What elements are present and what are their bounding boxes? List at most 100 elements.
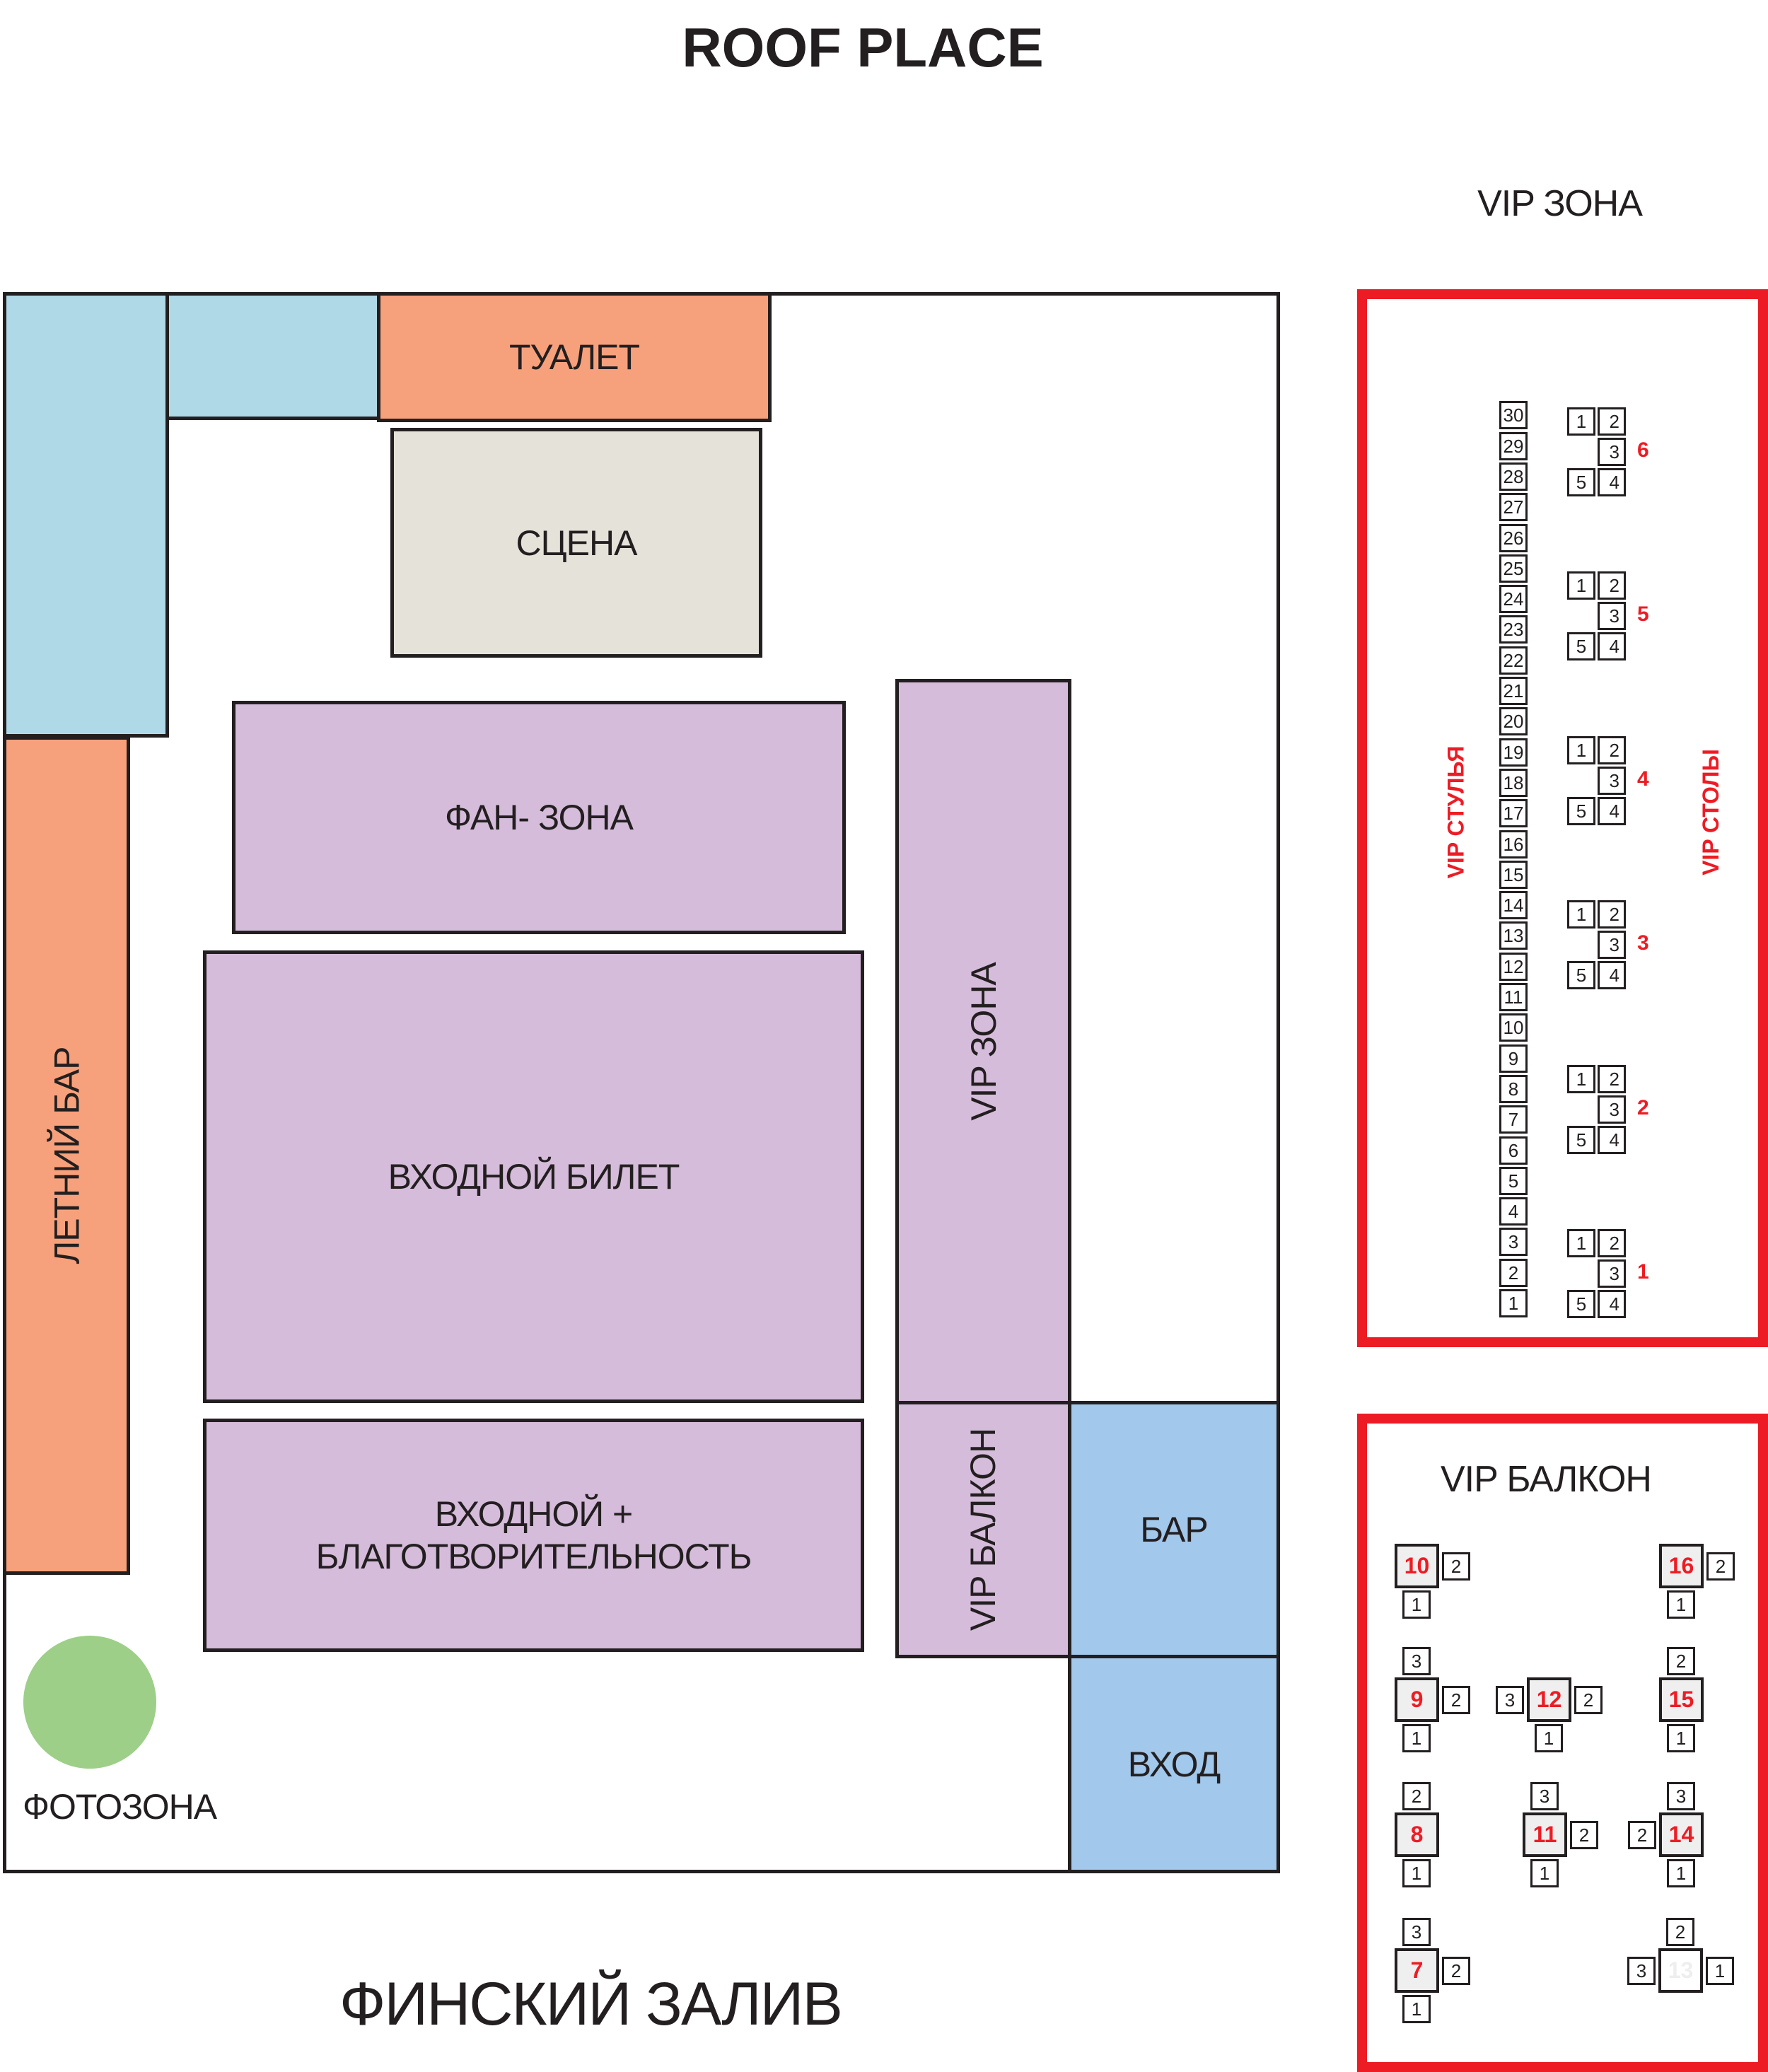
vip-chair[interactable]: 10 xyxy=(1499,1013,1528,1042)
vip-chair[interactable]: 1 xyxy=(1499,1289,1528,1317)
zone-summer-bar[interactable]: ЛЕТНИЙ БАР xyxy=(3,736,130,1575)
vip-chair[interactable]: 28 xyxy=(1499,462,1528,491)
balcony-seat[interactable]: 1 xyxy=(1667,1724,1695,1752)
vip-chair[interactable]: 20 xyxy=(1499,707,1528,735)
vip-table-seat[interactable]: 1 xyxy=(1567,571,1595,600)
vip-chair[interactable]: 11 xyxy=(1499,983,1528,1011)
balcony-table[interactable]: 10 xyxy=(1395,1544,1439,1588)
vip-table-seat[interactable]: 4 xyxy=(1598,468,1626,496)
vip-table-seat[interactable]: 1 xyxy=(1567,1229,1595,1257)
vip-table-seat[interactable]: 1 xyxy=(1567,407,1595,436)
vip-chair[interactable]: 13 xyxy=(1499,921,1528,950)
vip-table-seat[interactable]: 3 xyxy=(1598,438,1626,466)
vip-chair[interactable]: 26 xyxy=(1499,524,1528,552)
balcony-seat[interactable]: 1 xyxy=(1706,1957,1734,1985)
vip-chair[interactable]: 4 xyxy=(1499,1197,1528,1226)
zone-vip-balcony[interactable]: VIP БАЛКОН xyxy=(895,1401,1071,1658)
balcony-table[interactable]: 16 xyxy=(1659,1544,1704,1588)
vip-chair[interactable]: 29 xyxy=(1499,432,1528,460)
vip-table-seat[interactable]: 5 xyxy=(1567,468,1595,496)
vip-chair[interactable]: 8 xyxy=(1499,1075,1528,1103)
balcony-seat[interactable]: 1 xyxy=(1402,1859,1431,1887)
balcony-seat[interactable]: 2 xyxy=(1402,1782,1431,1810)
vip-chair[interactable]: 27 xyxy=(1499,493,1528,521)
vip-table-seat[interactable]: 5 xyxy=(1567,1126,1595,1154)
vip-table-seat[interactable]: 2 xyxy=(1598,900,1626,929)
balcony-table[interactable]: 7 xyxy=(1395,1948,1439,1993)
vip-chair[interactable]: 14 xyxy=(1499,891,1528,919)
vip-chair[interactable]: 18 xyxy=(1499,769,1528,797)
vip-table-seat[interactable]: 4 xyxy=(1598,797,1626,825)
vip-table-seat[interactable]: 4 xyxy=(1598,961,1626,989)
zone-toilet[interactable]: ТУАЛЕТ xyxy=(377,292,772,422)
balcony-seat[interactable]: 3 xyxy=(1667,1782,1695,1810)
vip-table-seat[interactable]: 5 xyxy=(1567,797,1595,825)
vip-table-seat[interactable]: 2 xyxy=(1598,1065,1626,1093)
balcony-seat[interactable]: 2 xyxy=(1442,1552,1470,1581)
zone-entry-charity[interactable]: ВХОДНОЙ + БЛАГОТВОРИТЕЛЬНОСТЬ xyxy=(203,1419,864,1652)
vip-table-seat[interactable]: 2 xyxy=(1598,736,1626,764)
balcony-table[interactable]: 14 xyxy=(1659,1812,1704,1857)
vip-chair[interactable]: 6 xyxy=(1499,1136,1528,1165)
balcony-seat[interactable]: 2 xyxy=(1667,1647,1695,1675)
vip-chair[interactable]: 23 xyxy=(1499,615,1528,644)
balcony-seat[interactable]: 1 xyxy=(1667,1859,1695,1887)
balcony-seat[interactable]: 1 xyxy=(1530,1859,1559,1887)
vip-table-seat[interactable]: 4 xyxy=(1598,632,1626,660)
vip-chair[interactable]: 25 xyxy=(1499,554,1528,583)
vip-chair[interactable]: 19 xyxy=(1499,738,1528,767)
vip-table-seat[interactable]: 3 xyxy=(1598,1259,1626,1288)
vip-chair[interactable]: 2 xyxy=(1499,1259,1528,1287)
vip-table-seat[interactable]: 2 xyxy=(1598,1229,1626,1257)
vip-table-seat[interactable]: 1 xyxy=(1567,1065,1595,1093)
balcony-seat[interactable]: 1 xyxy=(1535,1724,1563,1752)
balcony-seat[interactable]: 2 xyxy=(1442,1957,1470,1985)
vip-table-seat[interactable]: 5 xyxy=(1567,961,1595,989)
zone-entry-ticket[interactable]: ВХОДНОЙ БИЛЕТ xyxy=(203,950,864,1403)
vip-table-seat[interactable]: 2 xyxy=(1598,571,1626,600)
balcony-table[interactable]: 8 xyxy=(1395,1812,1439,1857)
balcony-seat[interactable]: 2 xyxy=(1706,1552,1735,1581)
zone-fan[interactable]: ФАН- ЗОНА xyxy=(232,701,846,934)
vip-chair[interactable]: 5 xyxy=(1499,1167,1528,1195)
balcony-seat[interactable]: 3 xyxy=(1402,1918,1431,1946)
vip-chair[interactable]: 16 xyxy=(1499,830,1528,859)
vip-chair[interactable]: 15 xyxy=(1499,861,1528,889)
balcony-seat[interactable]: 3 xyxy=(1530,1782,1559,1810)
photo-zone-circle[interactable] xyxy=(23,1636,156,1769)
vip-chair[interactable]: 22 xyxy=(1499,646,1528,675)
vip-table-seat[interactable]: 2 xyxy=(1598,407,1626,436)
vip-table-seat[interactable]: 4 xyxy=(1598,1290,1626,1318)
vip-table-seat[interactable]: 5 xyxy=(1567,1290,1595,1318)
vip-chair[interactable]: 12 xyxy=(1499,953,1528,981)
vip-table-seat[interactable]: 4 xyxy=(1598,1126,1626,1154)
balcony-seat[interactable]: 2 xyxy=(1574,1686,1603,1714)
vip-table-seat[interactable]: 1 xyxy=(1567,736,1595,764)
balcony-seat[interactable]: 1 xyxy=(1402,1995,1431,2023)
balcony-seat[interactable]: 2 xyxy=(1442,1686,1470,1714)
vip-chair[interactable]: 30 xyxy=(1499,401,1528,429)
balcony-seat[interactable]: 3 xyxy=(1496,1686,1524,1714)
balcony-table[interactable]: 13 xyxy=(1658,1948,1703,1993)
vip-chair[interactable]: 21 xyxy=(1499,677,1528,705)
vip-table-seat[interactable]: 5 xyxy=(1567,632,1595,660)
vip-chair[interactable]: 17 xyxy=(1499,799,1528,827)
balcony-table[interactable]: 11 xyxy=(1523,1812,1567,1857)
balcony-table[interactable]: 15 xyxy=(1659,1677,1704,1722)
balcony-seat[interactable]: 3 xyxy=(1402,1647,1431,1675)
vip-table-seat[interactable]: 1 xyxy=(1567,900,1595,929)
vip-chair[interactable]: 3 xyxy=(1499,1228,1528,1256)
zone-bar[interactable]: БАР xyxy=(1068,1401,1280,1658)
balcony-seat[interactable]: 1 xyxy=(1667,1590,1695,1619)
balcony-seat[interactable]: 1 xyxy=(1402,1590,1431,1619)
balcony-seat[interactable]: 2 xyxy=(1570,1821,1598,1849)
balcony-table[interactable]: 12 xyxy=(1527,1677,1571,1722)
vip-table-seat[interactable]: 3 xyxy=(1598,1095,1626,1124)
vip-chair[interactable]: 24 xyxy=(1499,585,1528,613)
balcony-seat[interactable]: 2 xyxy=(1666,1918,1694,1946)
zone-vip[interactable]: VIP ЗОНА xyxy=(895,679,1071,1404)
balcony-seat[interactable]: 1 xyxy=(1402,1724,1431,1752)
balcony-seat[interactable]: 2 xyxy=(1628,1821,1656,1849)
vip-chair[interactable]: 9 xyxy=(1499,1044,1528,1073)
zone-entrance[interactable]: ВХОД xyxy=(1068,1655,1280,1873)
